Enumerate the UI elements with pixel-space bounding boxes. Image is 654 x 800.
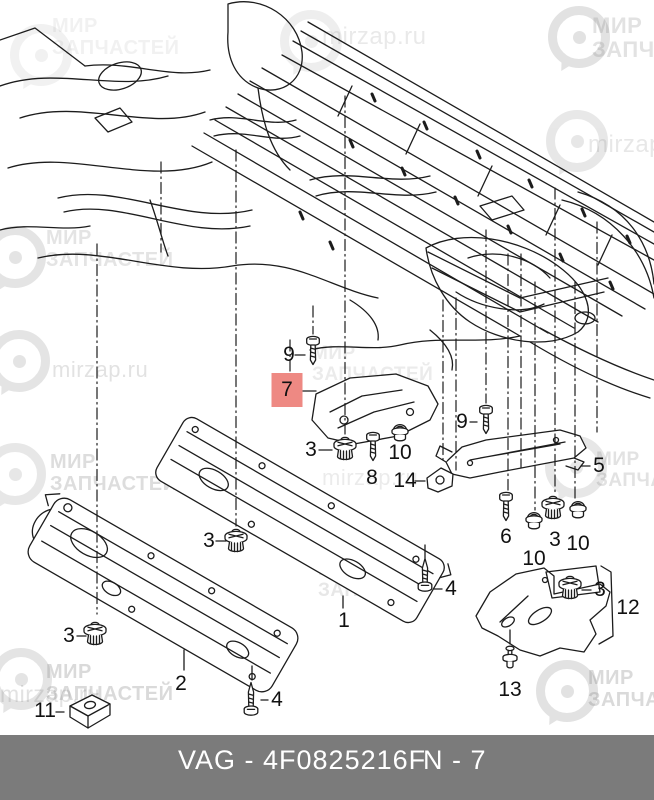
part-2-underbody-panel — [27, 493, 299, 693]
callout-6: 6 — [500, 525, 512, 548]
callout-2: 2 — [175, 672, 187, 695]
part-11-cage-nut — [69, 694, 111, 729]
part-code: VAG - 4F0825216F — [178, 745, 427, 775]
callout-4: 4 — [271, 688, 283, 711]
part-5-bracket — [435, 429, 587, 479]
callout-9: 9 — [283, 343, 295, 366]
callout-3: 3 — [549, 528, 561, 551]
callout-7-highlighted[interactable]: 7 — [271, 373, 303, 407]
page-ref: N - 7 — [423, 745, 487, 775]
underbody-line-art — [0, 1, 654, 729]
callout-8: 8 — [366, 466, 378, 489]
callout-3: 3 — [63, 624, 75, 647]
part-number-bar: VAG - 4F0825216F N - 7 — [0, 735, 654, 800]
callout-3: 3 — [305, 438, 317, 461]
part-1-underbody-panel — [155, 416, 452, 624]
callout-3: 3 — [594, 578, 606, 601]
leader-lines — [96, 95, 598, 615]
callout-10: 10 — [566, 532, 590, 555]
callout-13: 13 — [498, 678, 522, 701]
callout-10: 10 — [388, 441, 412, 464]
callout-1: 1 — [338, 609, 350, 632]
part-14-plate — [426, 467, 454, 493]
callout-11: 11 — [34, 699, 56, 722]
part-7-bracket — [311, 373, 439, 445]
callout-10: 10 — [522, 547, 546, 570]
callout-3: 3 — [203, 529, 215, 552]
callout-5: 5 — [593, 454, 605, 477]
callout-4: 4 — [445, 577, 457, 600]
callout-9: 9 — [456, 410, 468, 433]
callout-12: 12 — [616, 596, 640, 619]
callout-connectors — [55, 354, 614, 713]
callout-14: 14 — [393, 469, 417, 492]
